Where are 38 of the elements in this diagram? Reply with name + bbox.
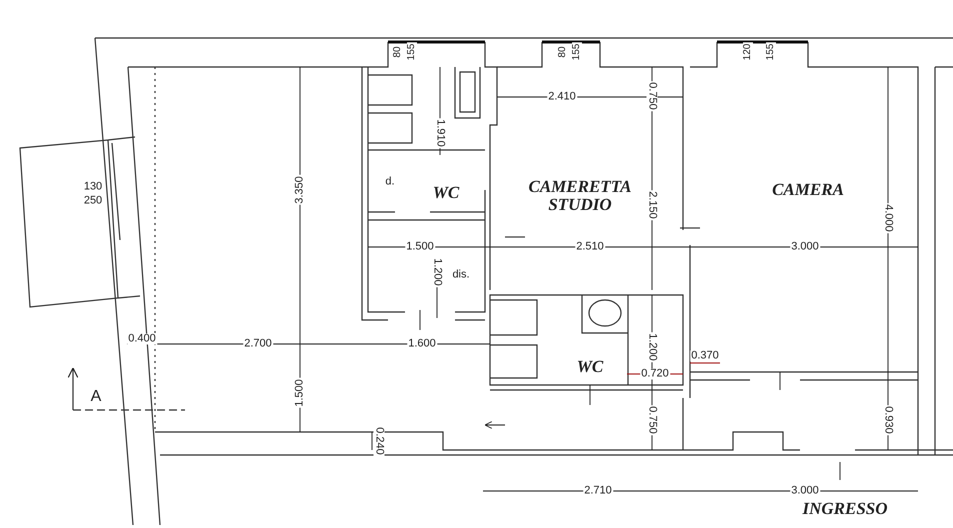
- dimension-label: 2.410: [547, 92, 577, 102]
- window-dimension: 80: [558, 45, 568, 59]
- section-label: A: [90, 389, 102, 405]
- dimension-label: 2.700: [243, 338, 273, 350]
- dimension-label: 0.400: [127, 334, 157, 344]
- window-dimension: 155: [407, 42, 417, 62]
- dimension-label: 0.370: [690, 350, 720, 362]
- dimension-label: 4.000: [882, 203, 894, 233]
- dimension-label: 0.720: [640, 368, 670, 380]
- dimension-label: 2.710: [583, 486, 613, 496]
- dimension-label: 1.910: [434, 118, 446, 148]
- dimension-label: 250: [82, 196, 104, 206]
- fixture-label: dis.: [451, 270, 471, 280]
- room-label: WC: [576, 358, 604, 376]
- dimension-label: 130: [82, 182, 104, 192]
- room-label: CAMERETTA STUDIO: [528, 178, 632, 214]
- fixture-label: d.: [384, 176, 396, 188]
- dimension-label: 0.750: [646, 405, 658, 435]
- dimension-label: 3.350: [294, 175, 306, 205]
- dimension-label: 0.240: [374, 426, 384, 456]
- dimension-label: 3.000: [790, 486, 820, 496]
- room-label: WC: [432, 184, 460, 202]
- dimension-label: 0.750: [646, 81, 658, 111]
- dimension-label: 1.200: [432, 257, 442, 287]
- room-label: CAMERA: [771, 181, 845, 199]
- window-dimension: 155: [572, 42, 582, 62]
- dimension-label: 0.930: [882, 405, 894, 435]
- room-label: INGRESSO: [801, 500, 889, 518]
- dimension-label: 1.600: [407, 338, 437, 350]
- dimension-label: 3.000: [790, 242, 820, 252]
- window-dimension: 80: [393, 45, 403, 59]
- dimension-label: 2.510: [575, 242, 605, 252]
- window-dimension: 120: [743, 42, 753, 62]
- dimension-label: 1.500: [294, 378, 306, 408]
- window-dimension: 155: [766, 42, 776, 62]
- dimension-label: 1.200: [646, 332, 658, 362]
- dimension-label: 1.500: [405, 242, 435, 252]
- dimension-label: 2.150: [646, 190, 658, 220]
